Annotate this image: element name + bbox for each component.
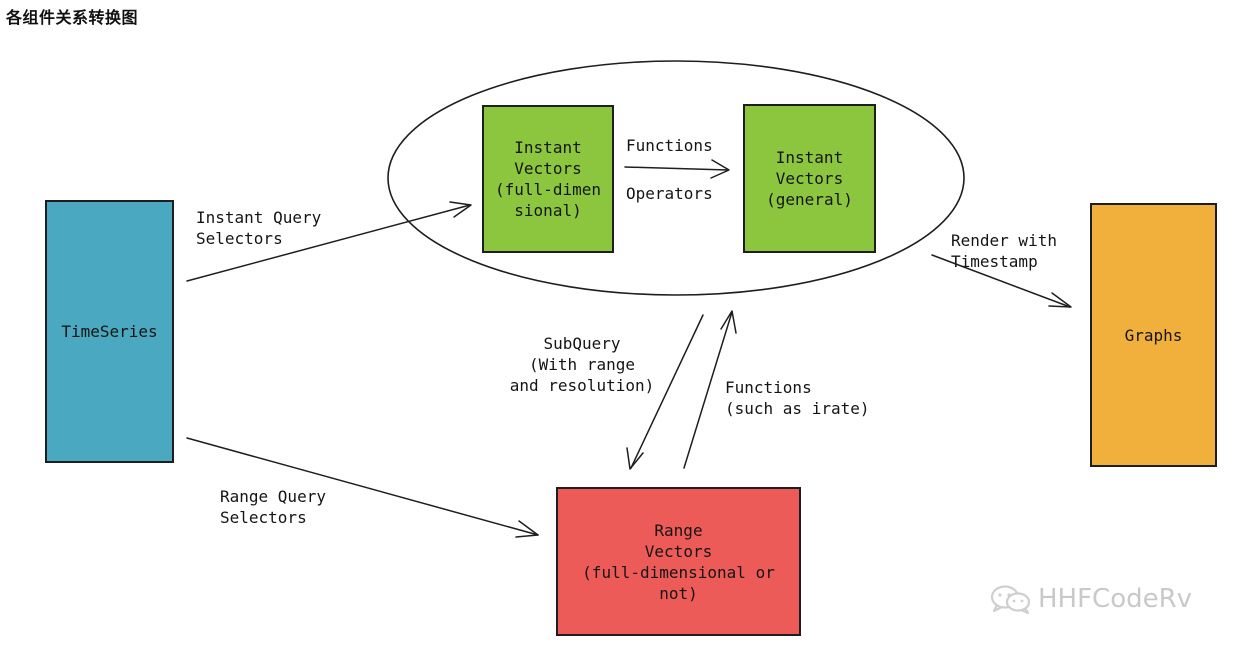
instant-query-selectors-label: Instant Query Selectors (196, 208, 322, 248)
arrow-subquery-head (626, 447, 644, 470)
arrow-functions-irate (683, 311, 733, 469)
instant-vectors-general-node: Instant Vectors (general) (743, 104, 876, 253)
page-title: 各组件关系转换图 (6, 8, 139, 27)
instant-vectors-full-node: Instant Vectors (full-dimen sional) (482, 105, 614, 253)
instant-vectors-full-label: Instant Vectors (full-dimen sional) (495, 138, 601, 220)
arrow-render (931, 254, 1071, 308)
instant-vectors-general-label: Instant Vectors (general) (766, 148, 853, 209)
timeseries-node: TimeSeries (45, 200, 174, 463)
functions-irate-label: Functions (such as irate) (725, 378, 870, 418)
watermark-text: HHFCodeRv (1038, 584, 1193, 614)
graphs-node: Graphs (1090, 203, 1217, 467)
arrow-instant-query (186, 204, 471, 282)
arrow-range-query-head (515, 520, 539, 538)
wechat-icon (990, 584, 1032, 615)
range-query-selectors-label: Range Query Selectors (220, 487, 326, 527)
arrow-range-query (186, 437, 539, 536)
timeseries-label: TimeSeries (61, 322, 158, 341)
arrow-render-head (1048, 292, 1072, 308)
arrow-functions-head (710, 159, 730, 179)
arrow-functions (624, 166, 729, 171)
instant-vectors-group-ellipse (387, 60, 965, 296)
render-with-timestamp-label: Render with Timestamp (951, 231, 1057, 271)
operators-label: Operators (626, 184, 713, 203)
arrow-instant-query-head (449, 201, 472, 218)
subquery-label: SubQuery (With range and resolution) (509, 334, 655, 395)
watermark: HHFCodeRv (990, 584, 1193, 615)
arrow-functions-irate-head (720, 310, 737, 334)
graphs-label: Graphs (1124, 325, 1183, 345)
functions-label: Functions (626, 136, 713, 155)
arrow-subquery (630, 314, 704, 469)
range-vectors-node: Range Vectors (full-dimensional or not) (556, 487, 801, 636)
range-vectors-label: Range Vectors (full-dimensional or not) (582, 520, 775, 603)
